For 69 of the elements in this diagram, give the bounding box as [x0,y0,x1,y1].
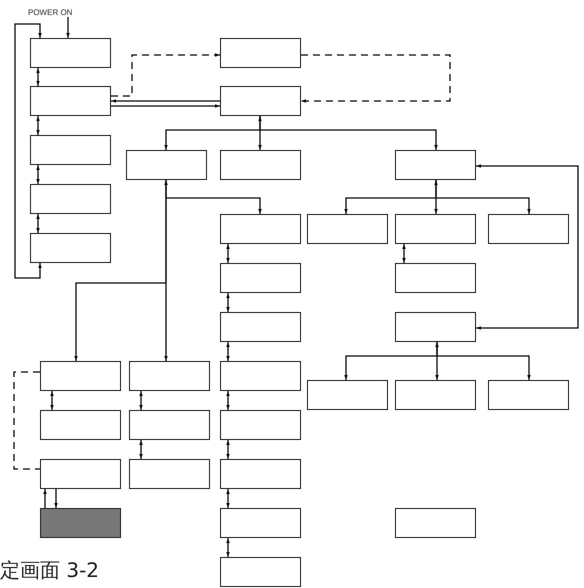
screen-box [220,38,301,68]
arrow [36,214,40,233]
screen-box [126,150,207,180]
arrow [111,104,220,108]
screen-box [220,86,301,116]
screen-box [40,410,121,440]
screen-box [40,459,121,489]
screen-box [30,135,111,165]
screen-box [220,410,301,440]
start-label: POWER ON [28,8,72,17]
screen-box [395,312,476,342]
arrow [259,116,438,150]
arrow [226,391,230,410]
screen-box [395,508,476,538]
screen-box [220,263,301,293]
screen-box [220,361,301,391]
arrow [436,342,531,380]
arrow [301,54,451,103]
arrow [435,180,531,214]
arrow [226,489,230,508]
arrow [226,538,230,557]
arrow [111,53,220,97]
screen-box [220,214,301,244]
arrow [164,180,168,361]
screen-box [129,361,210,391]
arrow [50,391,54,410]
arrow [66,17,70,38]
arrow [36,116,40,135]
screen-box [30,38,111,68]
arrow [258,116,262,150]
screen-box [307,380,388,410]
screen-box [220,312,301,342]
screen-box [395,263,476,293]
arrow [111,99,220,103]
screen-box [307,214,388,244]
screen-box [30,86,111,116]
screen-box [395,380,476,410]
arrow [54,489,58,508]
arrow [164,180,262,214]
screen-box [395,214,476,244]
screen-box [220,557,301,587]
arrow [402,244,406,263]
caption: 定画面 3-2 [0,557,100,584]
arrow [476,164,579,330]
arrow [36,165,40,184]
arrow [139,440,143,459]
screen-box [220,508,301,538]
screen-box [488,380,569,410]
screen-box [220,459,301,489]
screen-box [395,150,476,180]
arrow [226,440,230,459]
shaded-box [40,508,121,538]
arrow [226,293,230,312]
screen-box [30,233,111,263]
arrow [139,391,143,410]
screen-box [30,184,111,214]
arrow [435,342,439,380]
screen-box [129,459,210,489]
connector-line [13,371,40,470]
arrow [43,489,47,508]
screen-box [129,410,210,440]
arrow [226,244,230,263]
arrow [434,180,438,214]
screen-box [220,150,301,180]
screen-box [488,214,569,244]
arrow [36,68,40,86]
arrow [14,23,42,279]
screen-box [40,361,121,391]
arrow [226,342,230,361]
